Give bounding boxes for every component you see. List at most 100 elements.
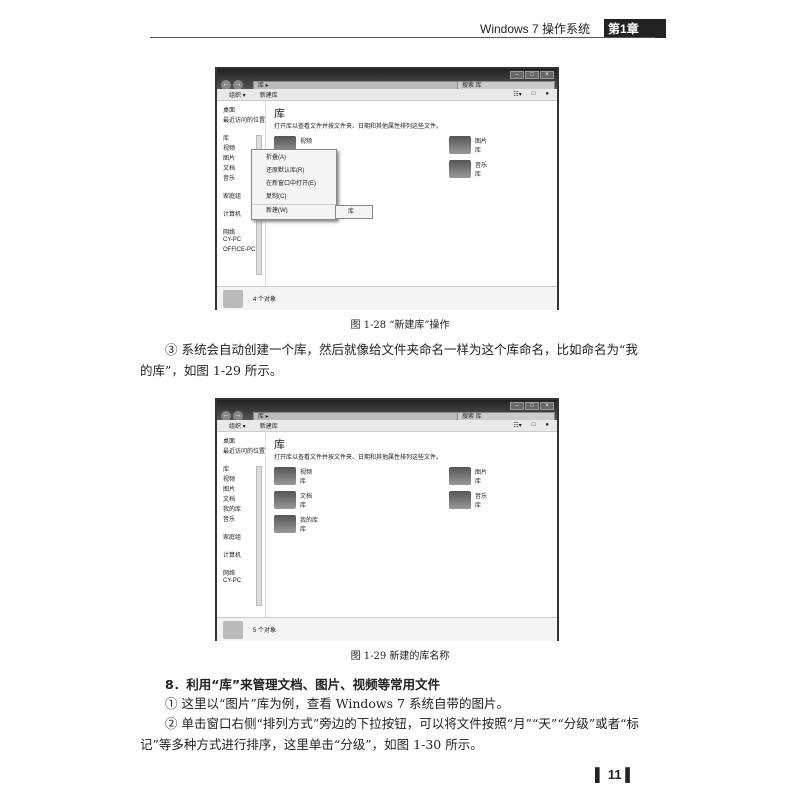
view-options-icon[interactable]: ☷▾: [513, 423, 522, 429]
context-menu-item[interactable]: 新建(W): [252, 204, 336, 217]
organize-menu-button[interactable]: 组织 ▾: [229, 424, 246, 430]
new-library-button[interactable]: 新建库: [259, 93, 278, 99]
nav-item[interactable]: OFFICE-PC: [223, 247, 256, 253]
object-count: 4 个对象: [253, 297, 277, 303]
item-text: 我的库库: [300, 515, 318, 533]
spacer: [223, 456, 265, 464]
library-items: 视频库图片库文档库音乐库我的库库: [274, 467, 549, 533]
nav-item[interactable]: 图片: [223, 156, 236, 162]
item-text: 图片库: [475, 467, 487, 485]
page-number: ▌ 11 ▌: [595, 767, 635, 782]
item-name: 图片: [475, 139, 488, 145]
view-options-icon[interactable]: ☷▾: [513, 92, 522, 98]
nav-item[interactable]: 音乐: [223, 517, 236, 523]
nav-item[interactable]: 计算机: [223, 553, 242, 559]
nav-item[interactable]: 网络: [223, 230, 236, 236]
submenu-item-library[interactable]: 库: [335, 205, 373, 219]
page-number-text: 11: [607, 767, 622, 782]
library-item[interactable]: 图片库: [449, 467, 549, 485]
section-heading: 8．利用“库”来管理文档、图片、视频等常用文件: [165, 677, 441, 692]
context-menu: 折叠(A) 还原默认库(R) 在新窗口中打开(E) 复制(C) 新建(W): [251, 149, 337, 220]
header-rule: [150, 37, 655, 38]
nav-item[interactable]: 视频: [223, 477, 236, 483]
window-controls: –□×: [510, 402, 554, 410]
nav-item[interactable]: 视频: [223, 146, 236, 152]
context-menu-item[interactable]: 复制(C): [266, 194, 287, 200]
status-icon: [223, 289, 243, 308]
help-icon[interactable]: ●: [545, 91, 549, 97]
nav-item[interactable]: 计算机: [223, 212, 242, 218]
library-item[interactable]: 文档库: [274, 491, 449, 509]
nav-item[interactable]: CY-PC: [223, 237, 242, 243]
scrollbar[interactable]: [256, 466, 263, 606]
item-name: 视频: [300, 470, 313, 476]
preview-pane-icon[interactable]: □: [531, 422, 536, 428]
forward-button[interactable]: →: [233, 411, 243, 421]
figure-caption: 图 1-29 新建的库名称: [350, 651, 450, 662]
context-menu-item[interactable]: 在新窗口中打开(E): [266, 181, 316, 187]
library-item[interactable]: 我的库库: [274, 515, 449, 533]
nav-item[interactable]: 桌面: [223, 439, 236, 445]
item-type: 库: [300, 503, 307, 509]
nav-item[interactable]: 库: [223, 467, 230, 473]
nav-item[interactable]: 桌面: [223, 108, 236, 114]
book-title: Windows 7 操作系统: [480, 22, 591, 36]
library-item[interactable]: 视频库: [274, 467, 449, 485]
new-library-button[interactable]: 新建库: [259, 424, 278, 430]
maximize-button[interactable]: □: [525, 402, 539, 410]
nav-item[interactable]: 文档: [223, 497, 236, 503]
item-type: 库: [475, 479, 482, 485]
window-controls: –□×: [510, 71, 554, 79]
help-icon[interactable]: ●: [545, 422, 549, 428]
nav-item[interactable]: 家庭组: [223, 535, 242, 541]
nav-item[interactable]: CY-PC: [223, 578, 242, 584]
item-text: 音乐库: [475, 491, 487, 509]
back-button[interactable]: ←: [221, 80, 231, 90]
nav-item[interactable]: 文档: [223, 166, 236, 172]
library-description: 打开库以查看文件并按文件夹、日期和其他属性排列这些文件。: [274, 124, 443, 130]
nav-item[interactable]: 最近访问的位置: [223, 118, 266, 124]
item-text: 文档库: [300, 491, 312, 509]
minimize-button[interactable]: –: [510, 402, 524, 410]
chapter-label: 第1章: [604, 19, 667, 38]
nav-item[interactable]: 最近访问的位置: [223, 449, 266, 455]
nav-item[interactable]: 家庭组: [223, 194, 242, 200]
item-name: 视频: [300, 139, 313, 145]
title-bar: –□×←→库 ▸搜索 库: [217, 400, 557, 421]
library-heading: 库: [274, 439, 286, 451]
item-type: 库: [475, 148, 482, 154]
paragraph: ② 单击窗口右侧“排列方式”旁边的下拉按钮，可以将文件按照“月”“天”“分级”或…: [140, 716, 639, 752]
library-item[interactable]: 音乐库: [449, 160, 549, 178]
preview-pane-icon[interactable]: □: [531, 91, 536, 97]
nav-item[interactable]: 库: [223, 136, 230, 142]
nav-item[interactable]: 我的库: [223, 507, 242, 513]
item-text: 图片库: [475, 136, 487, 154]
library-item[interactable]: 图片库: [449, 136, 549, 154]
library-item[interactable]: 音乐库: [449, 491, 549, 509]
figure-caption: 图 1-28 “新建库”操作: [350, 320, 450, 331]
library-description: 打开库以查看文件并按文件夹、日期和其他属性排列这些文件。: [274, 455, 443, 461]
minimize-button[interactable]: –: [510, 71, 524, 79]
item-type: 库: [300, 527, 307, 533]
maximize-button[interactable]: □: [525, 71, 539, 79]
status-bar: 4 个对象: [217, 286, 557, 310]
item-name: 音乐: [475, 163, 488, 169]
nav-buttons: ←→: [221, 80, 243, 90]
close-button[interactable]: ×: [540, 402, 554, 410]
explorer-window-fig-1-29: –□×←→库 ▸搜索 库组织 ▾新建库☷▾□●桌面最近访问的位置库视频图片文档我…: [215, 398, 559, 641]
forward-button[interactable]: →: [233, 80, 243, 90]
item-text: 音乐库: [475, 160, 487, 178]
nav-item[interactable]: 音乐: [223, 176, 236, 182]
context-menu-item[interactable]: 还原默认库(R): [266, 168, 305, 174]
view-controls: ☷▾ □ ●: [513, 422, 549, 429]
item-type: 库: [475, 503, 482, 509]
item-name: 文档: [300, 494, 313, 500]
back-button[interactable]: ←: [221, 411, 231, 421]
library-heading: 库: [274, 108, 286, 120]
close-button[interactable]: ×: [540, 71, 554, 79]
nav-item[interactable]: 网络: [223, 571, 236, 577]
organize-menu-button[interactable]: 组织 ▾: [229, 93, 246, 99]
spacer: [223, 125, 265, 133]
context-menu-item[interactable]: 折叠(A): [266, 155, 286, 161]
nav-item[interactable]: 图片: [223, 487, 236, 493]
